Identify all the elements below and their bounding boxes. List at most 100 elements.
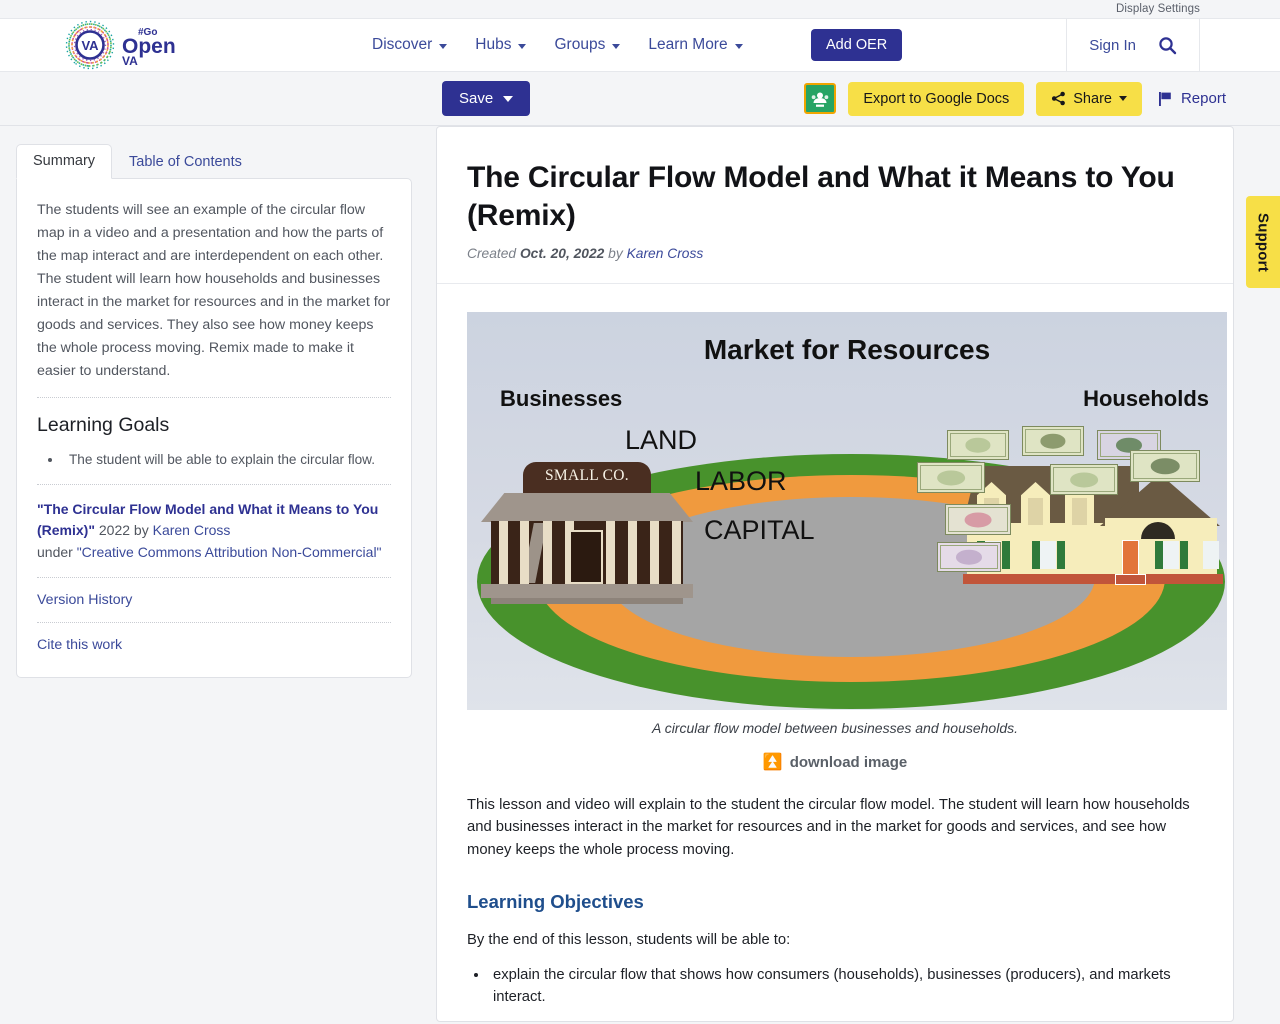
download-image-link[interactable]: ⏫ download image bbox=[763, 752, 907, 772]
site-logo[interactable]: VA #Go Open VA bbox=[64, 20, 182, 70]
by-label: by bbox=[608, 246, 623, 261]
nav-item-learn-more[interactable]: Learn More bbox=[648, 36, 743, 54]
learning-goals-list: The student will be able to explain the … bbox=[37, 449, 391, 470]
figure-business-column bbox=[628, 521, 637, 584]
google-classroom-icon bbox=[812, 92, 829, 107]
figure-businesses-label: Businesses bbox=[500, 386, 623, 411]
chevron-down-icon bbox=[503, 95, 514, 102]
figure-house-window bbox=[1040, 541, 1056, 569]
report-button-label: Report bbox=[1180, 90, 1226, 107]
figure-business-sign: SMALL CO. bbox=[523, 462, 651, 496]
save-button-label: Save bbox=[459, 90, 494, 107]
figure-banknote bbox=[945, 504, 1011, 535]
svg-text:VA: VA bbox=[122, 54, 138, 68]
figure-banknote bbox=[937, 542, 1001, 572]
figure-house-fanlight bbox=[1141, 522, 1175, 539]
attribution-under: under bbox=[37, 543, 77, 560]
flag-icon bbox=[1158, 91, 1171, 106]
page-title: The Circular Flow Model and What it Mean… bbox=[467, 161, 1175, 232]
figure-caption: A circular flow model between businesses… bbox=[651, 720, 1019, 736]
figure-house-shutter bbox=[1002, 541, 1010, 569]
learning-objectives-heading: Learning Objectives bbox=[467, 891, 644, 913]
save-button[interactable]: Save bbox=[442, 81, 531, 116]
title-block: The Circular Flow Model and What it Mean… bbox=[437, 127, 1233, 284]
chevron-down-icon bbox=[1118, 96, 1127, 101]
download-row: ⏫ download image bbox=[467, 752, 1203, 772]
google-classroom-button[interactable] bbox=[804, 83, 837, 114]
figure-households-label: Households bbox=[1083, 386, 1209, 411]
attribution-block: "The Circular Flow Model and What it Mea… bbox=[37, 499, 391, 563]
sign-in-link[interactable]: Sign In bbox=[1089, 36, 1136, 54]
figure-business-column bbox=[672, 521, 681, 584]
divider bbox=[37, 576, 391, 578]
attribution-license[interactable]: "Creative Commons Attribution Non-Commer… bbox=[76, 543, 382, 560]
govaopen-logo-icon: VA bbox=[65, 20, 115, 70]
svg-text:#Go: #Go bbox=[138, 27, 157, 38]
content-body: Market for Resources Businesses Househol… bbox=[437, 284, 1233, 1021]
figure-house-shutter bbox=[1180, 541, 1188, 569]
figure-house-window bbox=[1203, 541, 1219, 569]
attribution-title[interactable]: "The Circular Flow Model and What it Mea… bbox=[37, 501, 379, 539]
figure-business-column bbox=[650, 521, 659, 584]
figure-labor-label: LABOR bbox=[695, 466, 787, 496]
version-history-link[interactable]: Version History bbox=[37, 591, 133, 608]
page-body: Summary Table of Contents The students w… bbox=[0, 126, 1280, 1024]
goopenva-wordmark: #Go Open VA bbox=[122, 27, 176, 68]
figure-business-column bbox=[606, 521, 615, 584]
figure-house-shutter bbox=[1155, 541, 1163, 569]
sidebar-tabs: Summary Table of Contents bbox=[16, 142, 412, 179]
created-label: Created bbox=[467, 246, 517, 261]
cite-this-work-link[interactable]: Cite this work bbox=[37, 636, 123, 653]
figure-banknote bbox=[917, 462, 985, 493]
tab-table-of-contents[interactable]: Table of Contents bbox=[129, 154, 242, 170]
attribution-author[interactable]: Karen Cross bbox=[152, 522, 231, 539]
figure-market-title: Market for Resources bbox=[703, 334, 991, 365]
nav-item-hubs[interactable]: Hubs bbox=[475, 36, 527, 54]
display-settings-link[interactable]: Display Settings bbox=[1115, 3, 1200, 15]
divider bbox=[37, 621, 391, 623]
objectives-intro: By the end of this lesson, students will… bbox=[467, 932, 791, 949]
utility-bar: Display Settings bbox=[0, 0, 1280, 19]
byline: Created Oct. 20, 2022 by Karen Cross bbox=[467, 246, 1203, 261]
tab-summary[interactable]: Summary bbox=[16, 144, 113, 179]
list-item: explain the circular flow that shows how… bbox=[489, 964, 1203, 1009]
export-to-google-docs-button[interactable]: Export to Google Docs bbox=[848, 81, 1025, 116]
figure-banknote bbox=[947, 430, 1009, 460]
action-right-group: Export to Google Docs Share Report bbox=[804, 81, 1230, 116]
nav-item-discover-label: Discover bbox=[372, 36, 433, 53]
learning-objectives-list: explain the circular flow that shows how… bbox=[467, 964, 1203, 1009]
nav-item-discover[interactable]: Discover bbox=[372, 36, 448, 54]
attribution-year: 2022 bbox=[94, 522, 134, 539]
figure-business-sign-label: SMALL CO. bbox=[545, 467, 629, 484]
figure-business-column bbox=[499, 521, 508, 584]
add-oer-button[interactable]: Add OER bbox=[811, 29, 903, 61]
search-icon[interactable] bbox=[1158, 36, 1177, 55]
main-navigation: VA #Go Open VA Discover Hubs bbox=[0, 18, 1280, 72]
nav-right-group: Sign In bbox=[1066, 18, 1280, 72]
report-button[interactable]: Report bbox=[1154, 84, 1230, 113]
list-item: The student will be able to explain the … bbox=[63, 449, 391, 470]
nav-item-hubs-label: Hubs bbox=[475, 36, 512, 53]
figure-business-base bbox=[481, 584, 693, 598]
figure-business-foundation bbox=[491, 598, 683, 604]
share-button[interactable]: Share bbox=[1036, 81, 1142, 116]
figure-house-steps bbox=[1115, 574, 1146, 585]
nav-item-groups[interactable]: Groups bbox=[554, 36, 621, 54]
figure-house-shutter bbox=[1057, 541, 1065, 569]
figure-house-door bbox=[1122, 540, 1139, 575]
figure-house-dormer bbox=[1021, 482, 1050, 526]
figure-banknote bbox=[1130, 450, 1200, 482]
figure-house-base bbox=[963, 574, 1223, 584]
author-link[interactable]: Karen Cross bbox=[626, 246, 704, 261]
intro-paragraph: This lesson and video will explain to th… bbox=[467, 797, 1190, 858]
nav-links: Discover Hubs Groups Learn More bbox=[372, 36, 743, 54]
figure-business-door bbox=[569, 530, 603, 584]
resource-card: The Circular Flow Model and What it Mean… bbox=[436, 126, 1234, 1022]
figure-banknote bbox=[1050, 464, 1118, 495]
nav-right-spacer bbox=[1200, 19, 1280, 72]
support-tab[interactable]: Support bbox=[1246, 196, 1280, 288]
figure-business-roof bbox=[481, 493, 693, 522]
figure-house-shutter bbox=[1032, 541, 1040, 569]
divider bbox=[37, 397, 391, 398]
figure-house-window bbox=[1163, 541, 1179, 569]
